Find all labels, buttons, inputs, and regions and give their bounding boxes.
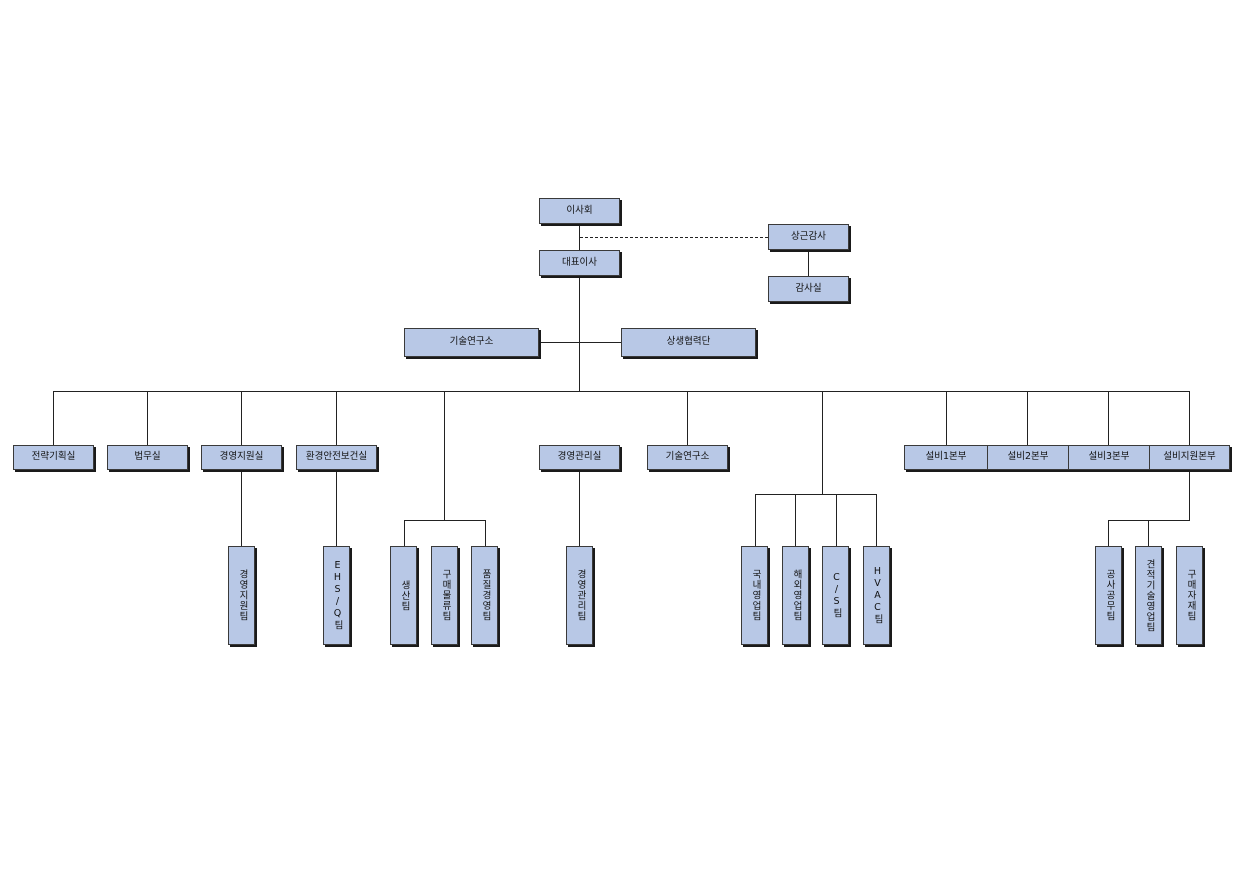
connector-line [808, 250, 809, 277]
connector-line [1108, 520, 1109, 546]
connector-line [579, 470, 580, 546]
dept-mgmt-admin-box: 경영관리실 [539, 445, 620, 470]
connector-line [241, 470, 242, 546]
audit-office-box: 감사실 [768, 276, 849, 302]
connector-line [539, 342, 621, 343]
team-overseas-sales-box: 해외영업팀 [782, 546, 809, 645]
team-ehsq-box: EHS/Q팀 [323, 546, 350, 645]
dept-strategy-box: 전략기획실 [13, 445, 94, 470]
dept-div1-box: 설비1본부 [904, 445, 988, 470]
connector-line [836, 494, 837, 546]
dept-legal-box: 법무실 [107, 445, 188, 470]
dept-tech-lab-box: 기술연구소 [647, 445, 728, 470]
connector-line [795, 494, 796, 546]
team-quality-box: 품질경영팀 [471, 546, 498, 645]
connector-line [1108, 520, 1190, 521]
connector-line [1189, 470, 1190, 521]
dept-div3-box: 설비3본부 [1068, 445, 1150, 470]
dept-mgmt-support-box: 경영지원실 [201, 445, 282, 470]
connector-line [755, 494, 756, 546]
connector-line [579, 224, 580, 251]
connector-line [147, 391, 148, 445]
team-estimate-box: 견적기술영업팀 [1135, 546, 1162, 645]
team-material-box: 구매자재팀 [1176, 546, 1203, 645]
team-cs-box: C/S팀 [822, 546, 849, 645]
connector-line [485, 520, 486, 546]
connector-dashed-line [580, 237, 768, 238]
dept-div-support-box: 설비지원본부 [1149, 445, 1230, 470]
board-box: 이사회 [539, 198, 620, 224]
team-mgmt-admin-box: 경영관리팀 [566, 546, 593, 645]
connector-line [946, 391, 947, 445]
team-mgmt-support-box: 경영지원팀 [228, 546, 255, 645]
connector-line [404, 520, 405, 546]
rnd-center-box: 기술연구소 [404, 328, 539, 357]
auditor-box: 상근감사 [768, 224, 849, 250]
connector-line [444, 391, 445, 521]
connector-line [336, 470, 337, 546]
team-domestic-sales-box: 국내영업팀 [741, 546, 768, 645]
dept-ehs-office-box: 환경안전보건실 [296, 445, 377, 470]
partnership-box: 상생협력단 [621, 328, 756, 357]
team-production-box: 생산팀 [390, 546, 417, 645]
connector-line [404, 520, 486, 521]
connector-line [687, 391, 688, 445]
connector-line [1108, 391, 1109, 445]
connector-line [53, 391, 54, 445]
team-hvac-box: HVAC팀 [863, 546, 890, 645]
connector-line [579, 276, 580, 392]
connector-line [876, 494, 877, 546]
connector-line [822, 391, 823, 495]
dept-div2-box: 설비2본부 [987, 445, 1069, 470]
connector-line [241, 391, 242, 445]
connector-line [1189, 391, 1190, 445]
connector-line [53, 391, 1190, 392]
connector-line [1027, 391, 1028, 445]
team-purchase-logistics-box: 구매물류팀 [431, 546, 458, 645]
connector-line [755, 494, 877, 495]
connector-line [336, 391, 337, 445]
ceo-box: 대표이사 [539, 250, 620, 276]
team-construction-box: 공사공무팀 [1095, 546, 1122, 645]
connector-line [1148, 520, 1149, 546]
